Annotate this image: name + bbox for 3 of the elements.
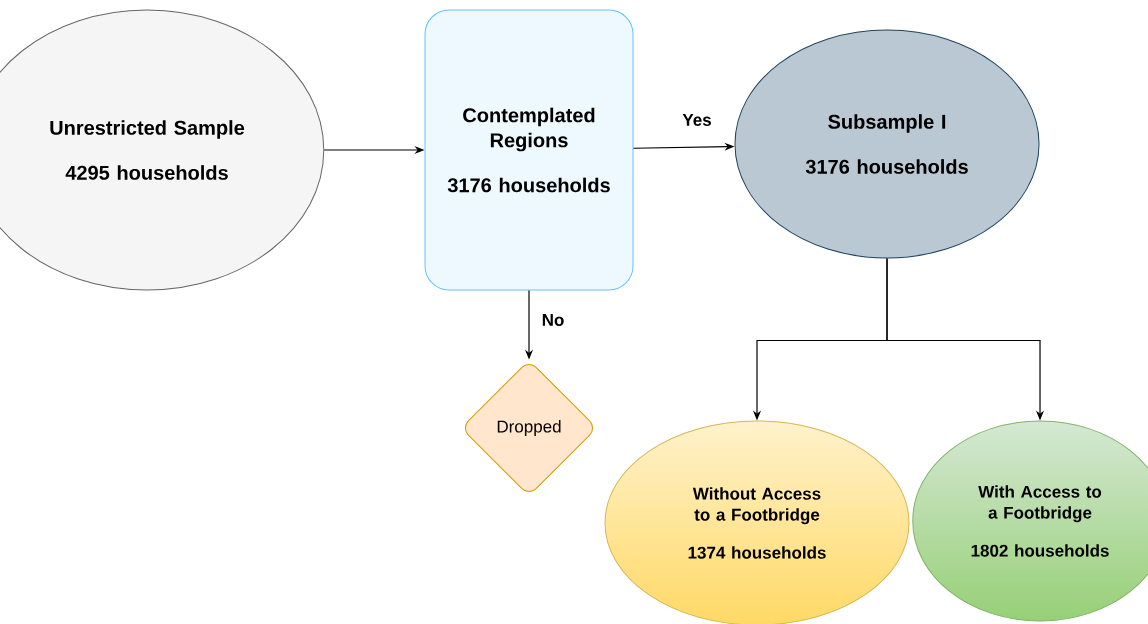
process-box: Contemplated Regions 3176 households (424, 9, 634, 291)
edge-label: Yes (681, 113, 713, 127)
edge-label: No (540, 313, 566, 327)
